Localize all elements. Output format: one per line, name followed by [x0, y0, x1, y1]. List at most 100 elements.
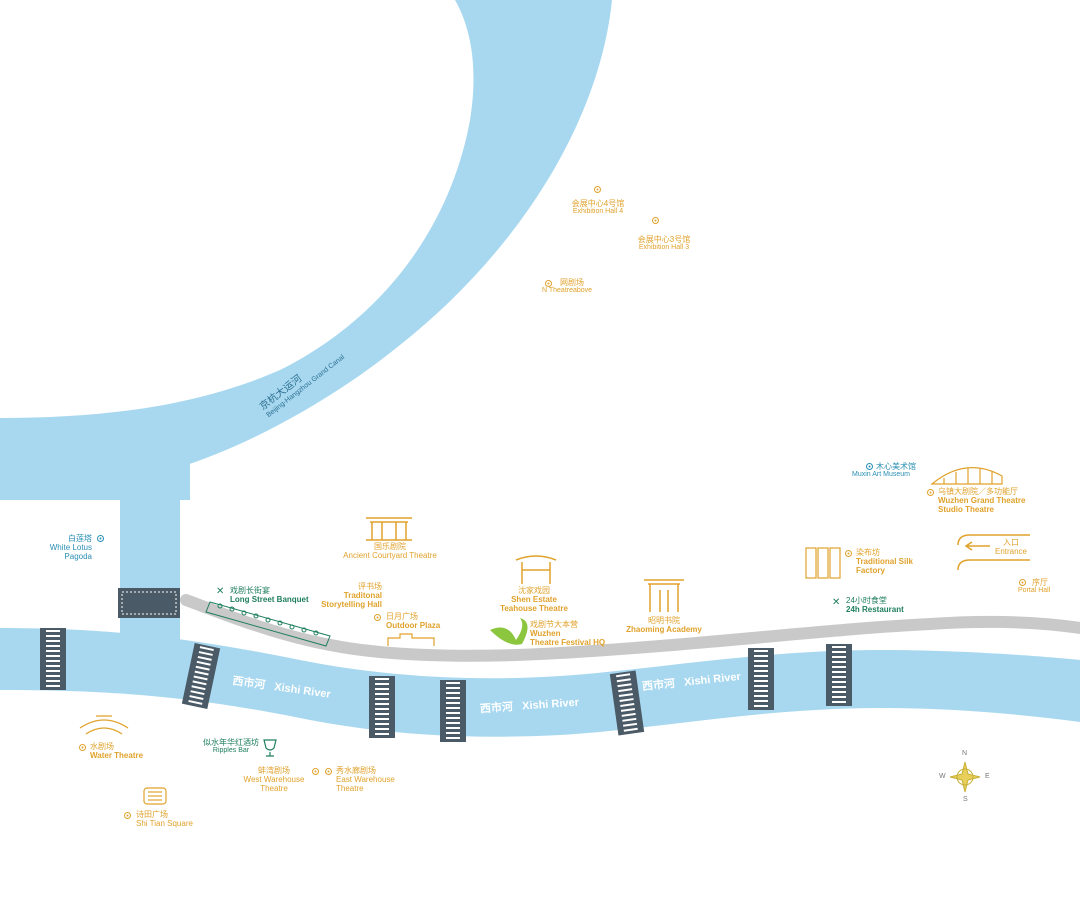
hall4-marker-icon[interactable] [594, 186, 601, 193]
shitian-drawing [143, 787, 167, 805]
festival-hq-label[interactable]: 戏剧节大本营 Wuzhen Theatre Festival HQ [530, 620, 605, 648]
bridge-1 [40, 628, 66, 690]
long-street-label[interactable]: 戏剧长街宴 Long Street Banquet [230, 586, 309, 604]
hall4-cn: 会展中心4号馆 [571, 199, 625, 208]
hall3-label[interactable]: 会展中心3号馆 Exhibition Hall 3 [626, 235, 702, 252]
zhaoming-gate-drawing [644, 579, 684, 612]
n-theatre-en: N Theatreabove [542, 287, 593, 295]
silk-factory-en2: Factory [856, 566, 885, 576]
hall4-label[interactable]: 会展中心4号馆 Exhibition Hall 4 [560, 199, 636, 216]
water-theatre-marker-icon[interactable] [79, 744, 86, 751]
portal-hall-cn: 序厅 [1032, 578, 1048, 587]
entrance-en: Entrance [994, 547, 1028, 557]
compass-s: S [963, 796, 968, 803]
zhaoming-label[interactable]: 昭明书院 Zhaoming Academy [618, 616, 710, 634]
hall3-marker-icon[interactable] [652, 217, 659, 224]
hall3-cn: 会展中心3号馆 [637, 235, 691, 244]
ripples-bar-glass-icon [263, 739, 277, 757]
bridge-4 [440, 680, 466, 742]
muxin-marker-icon[interactable] [866, 463, 873, 470]
white-lotus-en1: White Lotus [49, 543, 92, 553]
storytelling-cn: 评书场 [358, 582, 382, 591]
ripples-bar-label[interactable]: 似水年华红酒坊 Ripples Bar [196, 738, 266, 755]
water-theatre-en: Water Theatre [90, 751, 144, 761]
white-lotus-marker-icon[interactable] [97, 535, 104, 542]
restaurant-label[interactable]: 24小时食堂 24h Restaurant [846, 596, 904, 614]
restaurant-utensils-icon: ✕ [832, 597, 841, 608]
shen-estate-drawing [515, 555, 557, 584]
bridge-2 [181, 642, 221, 710]
west-warehouse-cn: 蚌湾剧场 [258, 766, 290, 775]
courtyard-cn: 国乐剧院 [374, 542, 406, 551]
zhaoming-en: Zhaoming Academy [626, 625, 702, 635]
silk-factory-label[interactable]: 染布坊 Traditional Silk Factory [856, 548, 913, 576]
festival-hq-en2: Theatre Festival HQ [530, 638, 606, 648]
n-theatre-label[interactable]: 网剧场 N Theatreabove [542, 278, 592, 295]
shitian-en: Shi Tian Square [136, 819, 193, 829]
long-street-en: Long Street Banquet [230, 595, 309, 605]
east-warehouse-en1: East Warehouse [336, 775, 395, 785]
portal-hall-en: Portal Hall [1018, 587, 1051, 595]
bridge-7 [826, 644, 852, 706]
zhaoming-cn: 昭明书院 [648, 616, 680, 625]
long-street-utensils-icon: ✕ [216, 586, 225, 597]
shen-estate-label[interactable]: 沈家戏园 Shen Estate Teahouse Theatre [494, 586, 574, 614]
long-street-banquet-drawing [205, 601, 331, 647]
portal-hall-marker-icon[interactable] [1019, 579, 1026, 586]
east-warehouse-cn: 秀水廊剧场 [336, 766, 376, 775]
n-theatre-cn: 网剧场 [560, 278, 584, 287]
restaurant-en: 24h Restaurant [846, 605, 904, 615]
courtyard-en: Ancient Courtyard Theatre [343, 551, 437, 561]
portal-hall-label[interactable]: 序厅 Portal Hall [1018, 578, 1050, 595]
grand-theatre-drawing [930, 467, 1003, 485]
water-theatre-label[interactable]: 水剧场 Water Theatre [90, 742, 143, 760]
courtyard-gate-drawing [366, 517, 412, 541]
river-label-3-cn: 西市河 [641, 677, 676, 694]
compass-w: W [939, 773, 946, 780]
white-lotus-label[interactable]: 白莲塔 White Lotus Pagoda [30, 534, 92, 562]
ripples-bar-cn: 似水年华红酒坊 [203, 738, 259, 747]
storytelling-en2: Storytelling Hall [321, 600, 382, 610]
muxin-cn: 木心美术馆 [876, 462, 916, 471]
hall3-en: Exhibition Hall 3 [638, 244, 690, 252]
grand-theatre-marker-icon[interactable] [927, 489, 934, 496]
west-warehouse-en2: Theatre [260, 784, 288, 794]
ripples-bar-en: Ripples Bar [212, 747, 250, 755]
east-warehouse-en2: Theatre [336, 784, 364, 794]
entrance-label[interactable]: 入口 Entrance [988, 538, 1034, 556]
silk-factory-marker-icon[interactable] [845, 550, 852, 557]
shitian-label[interactable]: 诗田广场 Shi Tian Square [136, 810, 193, 828]
restaurant-cn: 24小时食堂 [846, 596, 887, 605]
outdoor-plaza-marker-icon[interactable] [374, 614, 381, 621]
outdoor-plaza-drawing [387, 633, 435, 646]
shitian-marker-icon[interactable] [124, 812, 131, 819]
shitian-cn: 诗田广场 [136, 810, 168, 819]
festival-hq-en1: Wuzhen [530, 629, 561, 639]
west-warehouse-label[interactable]: 蚌湾剧场 West Warehouse Theatre [236, 766, 312, 794]
outdoor-plaza-label[interactable]: 日月广场 Outdoor Plaza [386, 612, 440, 630]
west-warehouse-en1: West Warehouse [243, 775, 305, 785]
compass-e: E [985, 773, 990, 780]
east-warehouse-label[interactable]: 秀水廊剧场 East Warehouse Theatre [336, 766, 395, 794]
muxin-label[interactable]: 木心美术馆 Muxin Art Museum [852, 462, 916, 479]
bridge-3 [369, 676, 395, 738]
n-theatre-marker-icon[interactable] [545, 280, 552, 287]
xishi-river [0, 628, 1080, 737]
bridge-6 [748, 648, 774, 710]
grand-theatre-label[interactable]: 乌镇大剧院／多功能厅 Wuzhen Grand Theatre Studio T… [938, 487, 1025, 515]
compass-icon [949, 761, 981, 793]
festival-hq-leaf [490, 618, 528, 645]
long-street-cn: 戏剧长街宴 [230, 586, 270, 595]
white-lotus-en2: Pagoda [64, 552, 92, 562]
silk-factory-drawing [805, 547, 841, 579]
grand-theatre-en1: Wuzhen Grand Theatre [938, 496, 1026, 506]
grand-theatre-en2: Studio Theatre [938, 505, 995, 515]
shen-estate-cn: 沈家戏园 [518, 586, 550, 595]
shen-estate-en1: Shen Estate [511, 595, 557, 605]
hall4-en: Exhibition Hall 4 [572, 208, 624, 216]
west-warehouse-marker-icon[interactable] [312, 768, 319, 775]
courtyard-label[interactable]: 国乐剧院 Ancient Courtyard Theatre [330, 542, 450, 560]
storytelling-label[interactable]: 评书场 Traditonal Storytelling Hall [300, 582, 382, 610]
east-warehouse-marker-icon[interactable] [325, 768, 332, 775]
